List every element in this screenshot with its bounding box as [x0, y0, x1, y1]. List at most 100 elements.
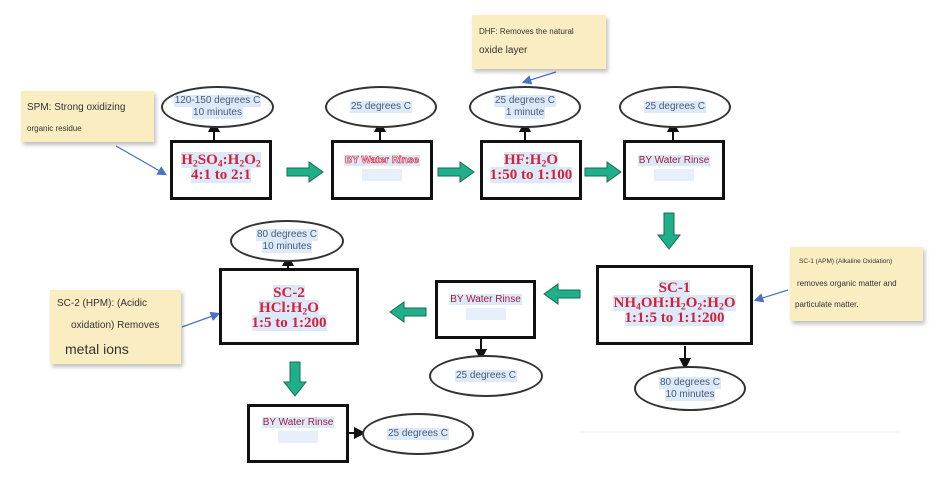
note-sc1: SC-1 (APM) (Alkaline Oxidation) removes …	[790, 247, 923, 321]
flow-arrow-right-1	[286, 161, 324, 183]
ratio-text: 1:1:5 to 1:1:200	[624, 310, 725, 326]
formula-part: OH:H	[640, 295, 681, 311]
formula-sub: 2	[239, 158, 245, 170]
callout-arrow-sc2	[181, 311, 221, 328]
formula-part: :H	[222, 152, 240, 168]
step-sc1-ratio: 1:1:5 to 1:1:200	[599, 310, 750, 326]
step-dhf-formula: HF:H2O	[483, 152, 579, 170]
step-rinse4-label: BY Water Rinse	[250, 417, 346, 428]
step-rinse2-label: BY Water Rinse	[626, 155, 722, 166]
formula-part: H	[181, 152, 193, 168]
formula-part: NH	[613, 295, 636, 311]
rinse-text: BY Water Rinse	[344, 155, 420, 166]
step-rinse3-label: BY Water Rinse	[438, 294, 533, 305]
formula-sub: 2	[255, 158, 261, 170]
formula-sub: 2	[541, 158, 547, 170]
rinse-text: BY Water Rinse	[449, 294, 522, 305]
cond-sc2-temp: 80 degrees C	[255, 229, 319, 241]
step-spm-box: H2SO4:H2O2 4:1 to 2:1	[170, 140, 272, 200]
cond-rinse2-temp: 25 degrees C	[643, 101, 707, 113]
cond-dhf-time: 1 minute	[504, 107, 546, 119]
note-spm: SPM: Strong oxidizing organic residue	[21, 91, 154, 142]
step-sc1-formula: NH4OH:H2O2:H2O	[599, 295, 750, 313]
formula-part: :H	[702, 295, 719, 311]
note-sc2: SC-2 (HPM): (Acidic oxidation) Removes m…	[50, 290, 181, 364]
formula-part: O	[685, 295, 698, 311]
flow-arrow-right-3	[584, 161, 622, 183]
highlight-block	[362, 169, 402, 181]
formula-part: O	[244, 152, 256, 168]
flow-arrow-right-2	[437, 161, 475, 183]
formula-sub: 4	[635, 301, 641, 313]
flow-arrow-left-1	[543, 283, 581, 305]
step-rinse4-box: BY Water Rinse	[247, 404, 349, 463]
step-sc2-ratio: 1:5 to 1:200	[222, 315, 356, 331]
formula-sub: 2	[192, 158, 198, 170]
callout-arrow-spm	[115, 145, 168, 176]
formula-sub: 2	[302, 306, 308, 318]
cond-sc1-time: 10 minutes	[664, 388, 716, 401]
cond-sc1: 80 degrees C 10 minutes	[634, 366, 746, 411]
cond-sc2-time: 10 minutes	[261, 241, 313, 253]
step-rinse2-box: BY Water Rinse	[623, 140, 725, 200]
note-sc2-line1: SC-2 (HPM): (Acidic	[57, 298, 148, 309]
cond-rinse3-temp: 25 degrees C	[454, 370, 518, 382]
formula-part: O	[546, 152, 559, 168]
step-rinse3-box: BY Water Rinse	[435, 280, 536, 339]
step-sc1-box: SC-1 NH4OH:H2O2:H2O 1:1:5 to 1:1:200	[596, 265, 753, 345]
formula-part: HF:H	[503, 152, 542, 168]
formula-sub: 2	[697, 301, 703, 313]
note-dhf: DHF: Removes the natural oxide layer	[472, 15, 606, 69]
note-sc2-line3: metal ions	[65, 341, 129, 357]
cond-rinse2: 25 degrees C	[619, 86, 731, 128]
rinse-text: BY Water Rinse	[261, 417, 335, 428]
cond-dhf-temp: 25 degrees C	[493, 95, 557, 107]
title-text: SC-2	[273, 285, 305, 301]
cond-spm: 120-150 degrees C 10 minutes	[161, 86, 274, 128]
cond-spm-time: 10 minutes	[192, 107, 243, 119]
formula-part: SO	[197, 152, 218, 168]
note-sc2-line2: oxidation) Removes	[71, 320, 160, 331]
cond-rinse1-temp: 25 degrees C	[349, 101, 413, 113]
cond-sc2: 80 degrees C 10 minutes	[230, 220, 344, 262]
callout-arrow-sc1	[753, 289, 789, 303]
note-sc1-line1: SC-1 (APM) (Alkaline Oxidation)	[799, 258, 893, 265]
step-rinse1-box: BY Water Rinse	[331, 140, 433, 200]
note-spm-line2: organic residue	[27, 124, 82, 133]
cond-sc1-temp: 80 degrees C	[658, 376, 722, 389]
step-sc2-formula: HCl:H2O	[222, 300, 356, 318]
highlight-block	[654, 169, 694, 181]
formula-sub: 2	[718, 301, 724, 313]
formula-part: O	[723, 295, 736, 311]
note-spm-line1: SPM: Strong oxidizing	[27, 102, 126, 113]
step-rinse1-label: BY Water Rinse	[334, 155, 430, 166]
ratio-text: 1:5 to 1:200	[251, 315, 327, 331]
formula-sub: 2	[680, 301, 686, 313]
step-sc2-box: SC-2 HCl:H2O 1:5 to 1:200	[219, 268, 359, 345]
rinse-text: BY Water Rinse	[637, 155, 711, 166]
note-sc1-line2: removes organic matter and	[797, 279, 897, 288]
step-spm-formula: H2SO4:H2O2	[173, 152, 269, 170]
step-dhf-box: HF:H2O 1:50 to 1:100	[480, 140, 582, 200]
ratio-text: 4:1 to 2:1	[191, 167, 251, 183]
step-spm-ratio: 4:1 to 2:1	[173, 167, 269, 183]
step-sc1-title: SC-1	[599, 280, 750, 296]
step-sc2-title: SC-2	[222, 285, 356, 301]
cond-rinse1: 25 degrees C	[325, 86, 437, 128]
highlight-block	[278, 431, 318, 443]
ratio-text: 1:50 to 1:100	[489, 167, 573, 183]
note-dhf-line2: oxide layer	[479, 45, 528, 56]
cond-rinse4-temp: 25 degrees C	[386, 428, 450, 440]
note-dhf-line1: DHF: Removes the natural	[479, 27, 574, 36]
formula-part: HCl:H	[259, 300, 303, 316]
formula-sub: 4	[217, 158, 223, 170]
title-text: SC-1	[658, 280, 691, 296]
cond-dhf: 25 degrees C 1 minute	[469, 86, 581, 128]
flow-arrow-down-1	[656, 212, 682, 250]
flow-arrow-left-2	[389, 301, 427, 323]
cond-spm-temp: 120-150 degrees C	[173, 95, 262, 107]
cond-rinse3: 25 degrees C	[429, 355, 543, 397]
callout-arrow-dhf	[521, 71, 557, 85]
formula-part: O	[307, 300, 319, 316]
